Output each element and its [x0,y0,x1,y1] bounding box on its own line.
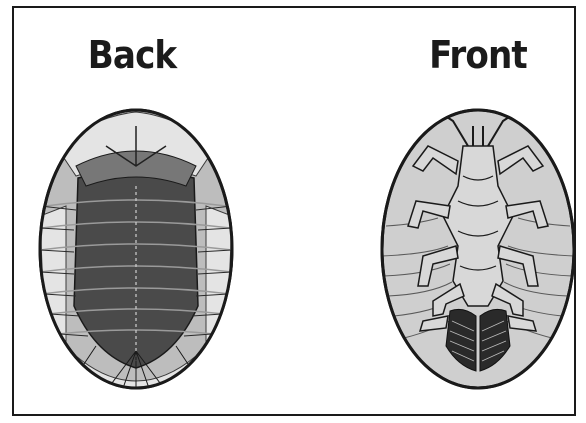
label-front: Front [415,36,541,74]
back-view-figure [36,106,236,396]
front-view-figure [378,106,578,396]
isopod-back-illustration [36,106,236,396]
label-back: Back [78,36,186,74]
isopod-front-illustration [378,106,578,396]
